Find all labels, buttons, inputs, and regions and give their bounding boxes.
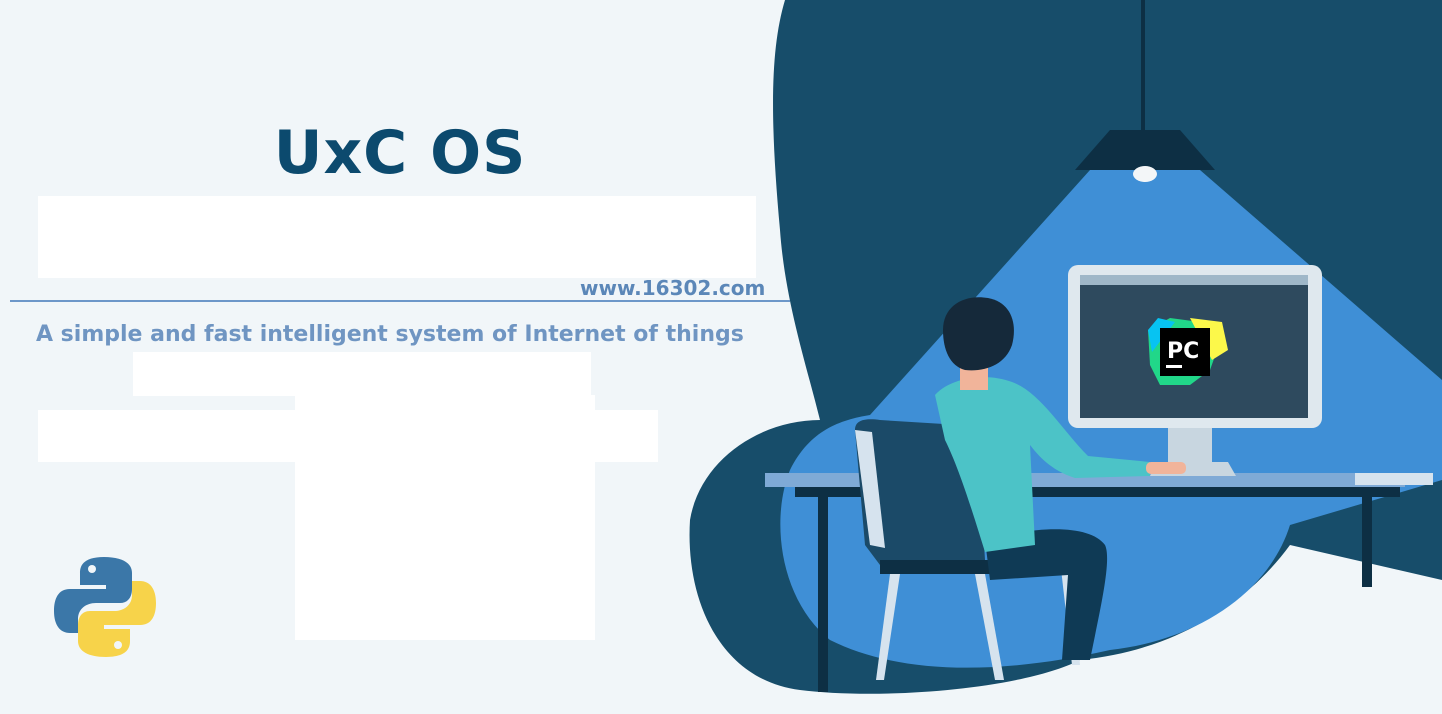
page-title: UxC OS — [273, 118, 527, 188]
lamp-bulb — [1133, 166, 1157, 182]
desk-leg-left — [818, 497, 828, 692]
chair-seat — [880, 560, 990, 574]
redacted-block-2 — [133, 352, 591, 396]
pycharm-logo-icon: PC — [1148, 318, 1228, 385]
redacted-block-4 — [295, 395, 595, 640]
person-hair — [943, 297, 1014, 371]
person-legs — [985, 529, 1108, 660]
person-hand — [1146, 462, 1186, 474]
person-torso — [935, 377, 1150, 552]
chair-leg-right — [975, 574, 1004, 680]
lamp-cord — [1141, 0, 1145, 135]
desk-top-right — [1355, 473, 1433, 485]
desk-leg-right — [1362, 497, 1372, 587]
tagline-text: A simple and fast intelligent system of … — [36, 322, 744, 347]
chair-leg-left — [876, 574, 900, 680]
lamp-shade — [1075, 130, 1215, 170]
website-link[interactable]: www.16302.com — [580, 276, 766, 300]
python-logo-icon — [54, 557, 156, 657]
redacted-block-1 — [38, 196, 756, 278]
chair-back-rim — [855, 430, 885, 548]
divider-line — [10, 300, 790, 302]
monitor-neck — [1168, 428, 1212, 462]
desk-bar — [795, 487, 1400, 497]
pycharm-logo-text: PC — [1167, 339, 1199, 364]
monitor-topbar — [1080, 275, 1308, 285]
